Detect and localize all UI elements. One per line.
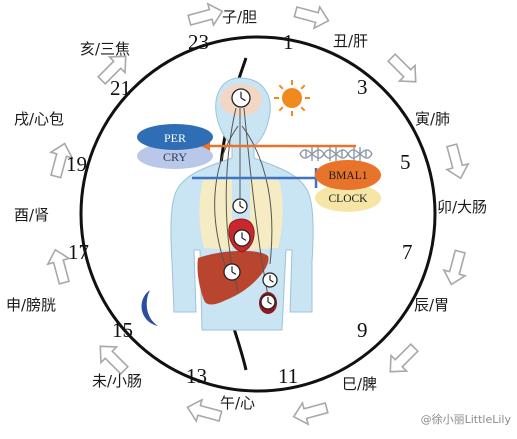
hour-7: 7 xyxy=(402,240,413,264)
label-chou-liver: 丑/肝 xyxy=(333,32,369,50)
per-cry-complex: PER CRY xyxy=(137,124,213,169)
label-hai-triple-burner: 亥/三焦 xyxy=(80,40,131,58)
hour-11: 11 xyxy=(278,364,299,388)
watermark: @徐小丽LittleLily xyxy=(420,413,511,426)
cry-label: CRY xyxy=(163,150,187,164)
sun-icon xyxy=(274,80,310,116)
clock-icon xyxy=(232,198,248,214)
per-ellipse xyxy=(137,124,213,150)
clock-circle xyxy=(79,35,437,393)
clock-icon xyxy=(231,88,251,108)
ring-arrow xyxy=(187,2,224,28)
ring-arrow xyxy=(387,53,417,83)
ring-arrow xyxy=(293,4,330,30)
ring-arrow xyxy=(389,343,419,373)
ring-arrow xyxy=(46,248,72,285)
label-si-spleen: 巳/脾 xyxy=(342,375,378,393)
label-wu-heart: 午/心 xyxy=(220,394,256,412)
ring-arrow xyxy=(186,398,223,424)
right-lung xyxy=(250,178,283,250)
ring-arrow xyxy=(97,55,127,85)
ring-arrow xyxy=(48,142,74,179)
clock-icon xyxy=(233,229,251,247)
label-zi-gallbladder: 子/胆 xyxy=(222,8,258,26)
clock-icons xyxy=(223,88,278,310)
bmal1-ellipse xyxy=(315,160,381,190)
hour-21: 21 xyxy=(110,76,131,100)
label-you-kidney: 酉/肾 xyxy=(14,206,50,224)
per-label: PER xyxy=(164,131,186,145)
nerve-lines xyxy=(214,107,273,297)
hour-17: 17 xyxy=(68,240,89,264)
clock-icon xyxy=(223,263,241,281)
label-wei-small-intestine: 未/小肠 xyxy=(92,372,143,390)
label-shen-bladder: 申/膀胱 xyxy=(6,296,57,314)
hour-15: 15 xyxy=(112,318,133,342)
clock-ellipse xyxy=(315,184,381,212)
clock-label: CLOCK xyxy=(329,193,369,205)
moon-icon xyxy=(141,290,158,326)
hour-23: 23 xyxy=(188,30,209,54)
dna-icon xyxy=(299,147,373,161)
cry-ellipse xyxy=(137,143,213,169)
hour-19: 19 xyxy=(66,152,87,176)
label-chen-stomach: 辰/胃 xyxy=(414,296,450,314)
ring-arrow xyxy=(444,143,470,180)
hour-1: 1 xyxy=(283,30,294,54)
hour-13: 13 xyxy=(186,364,207,388)
label-xu-pericardium: 戌/心包 xyxy=(14,110,65,128)
ring-arrows xyxy=(46,2,470,426)
clock-icon xyxy=(262,272,278,288)
ring-arrow xyxy=(99,345,129,375)
bmal1-clock-complex: BMAL1 CLOCK xyxy=(315,160,381,212)
hour-5: 5 xyxy=(400,150,411,174)
left-lung xyxy=(199,178,232,250)
hour-9: 9 xyxy=(357,318,368,342)
ring-arrow xyxy=(292,400,329,426)
bmal1-label: BMAL1 xyxy=(329,170,368,182)
ring-arrow xyxy=(442,249,468,286)
hour-3: 3 xyxy=(357,75,368,99)
label-mao-large-intestine: 卯/大肠 xyxy=(437,198,488,216)
clock-icon xyxy=(260,294,276,310)
label-yin-lung: 寅/肺 xyxy=(415,110,451,128)
